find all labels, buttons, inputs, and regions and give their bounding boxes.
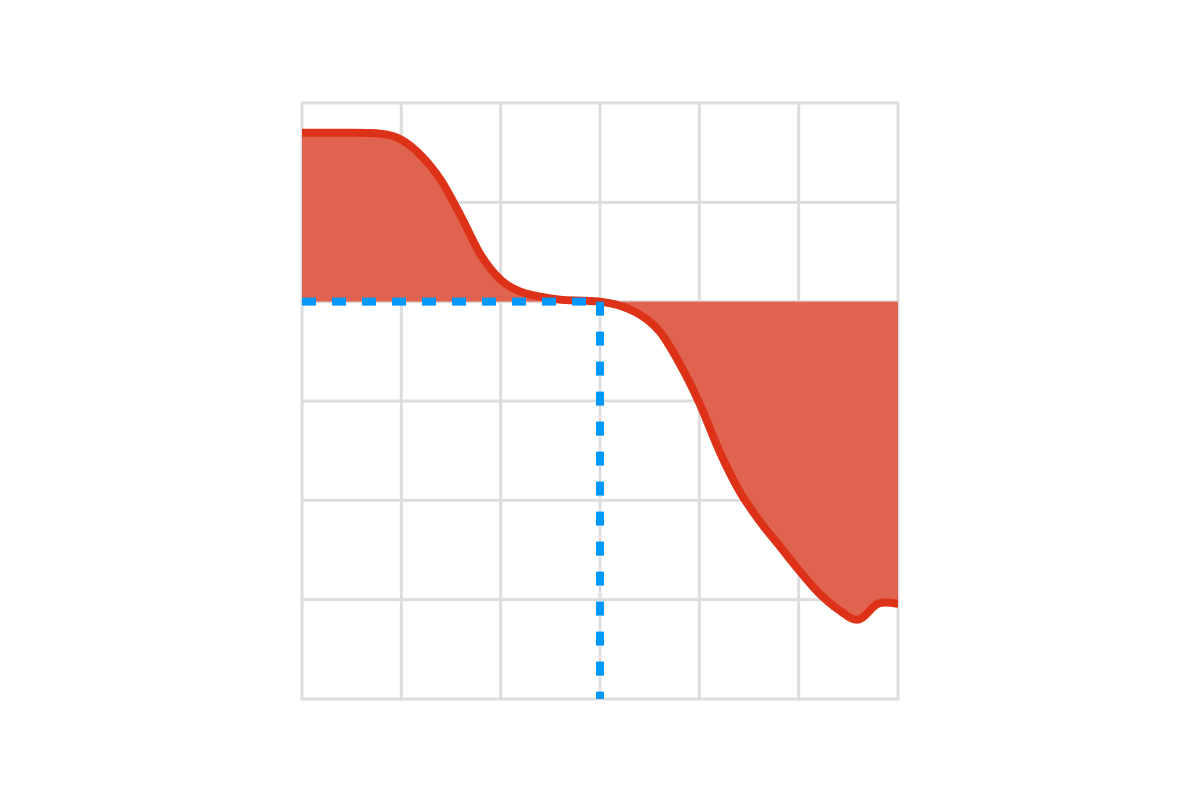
guide-lines bbox=[302, 297, 604, 699]
area-fill bbox=[302, 132, 898, 620]
series-line bbox=[301, 128, 899, 624]
area-fills bbox=[302, 132, 898, 620]
series-lines bbox=[301, 128, 899, 624]
